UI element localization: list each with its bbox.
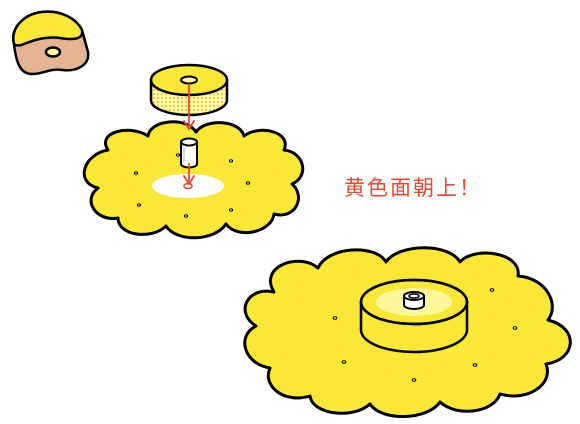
assembled-cap-icon [359,278,469,354]
insert-arrows [183,83,195,186]
assembled-pin-icon [403,291,425,310]
sponge-piece-icon [12,10,90,76]
pin-icon [180,137,198,169]
instruction-text: 黄色面朝上！ [344,176,482,200]
flower-base-top [82,120,305,240]
